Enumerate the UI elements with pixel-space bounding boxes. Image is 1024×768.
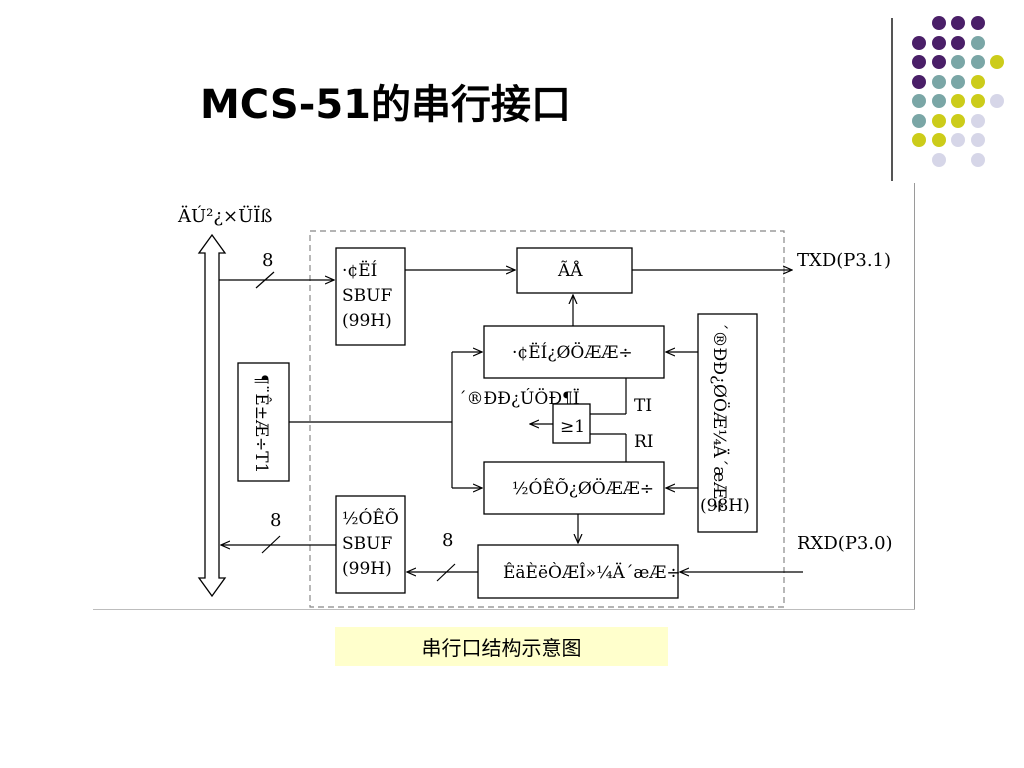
decorative-dot [931,16,946,30]
internal-bus-label: ÄÚ²¿×ÜÏß [177,204,272,227]
scon-box [697,313,758,533]
decorative-dot [970,94,985,108]
ti-label: TI [634,396,652,416]
ri-label: RI [634,432,654,452]
gate-box [516,247,633,294]
decorative-dot [912,133,926,147]
decorative-dot [951,133,965,147]
decorative-dot [990,55,1004,69]
decorative-dot [970,55,985,69]
diagram-caption: 串行口结构示意图 [335,627,668,666]
decorative-vertical-line [891,18,893,181]
decorative-dot [990,94,1004,108]
send-sbuf-name: ·¢ËÍ [342,260,377,281]
receive-sbuf-name: ½ÓÊÕ [342,508,399,529]
receive-sbuf-address: (99H) [342,559,392,579]
bits-label-bottom-left: 8 [270,510,281,531]
decorative-dot [970,35,985,50]
txd-label: TXD(P3.1) [797,250,891,271]
decorative-vertical-line-right [914,183,915,609]
decorative-dot [951,35,965,50]
decorative-dot [970,113,985,128]
decorative-dot [931,35,946,50]
decorative-dot [970,133,985,147]
decorative-dot [931,74,946,89]
send-sbuf-label: SBUF [342,286,392,306]
timer-t1-box [237,362,290,482]
scon-label: ´®ÐÐ¿ØÖÆ¼Ä´æÆ÷ [709,322,730,513]
receive-control-label: ½ÓÊÕ¿ØÖÆÆ÷ [512,478,654,499]
slide-title: MCS-51的串行接口 [200,82,571,128]
or-gate-label: ≥1 [560,417,585,437]
timer-t1-label: ¶¨Ê±Æ÷T1 [251,374,272,473]
decorative-dot [931,113,946,128]
scon-address: (98H) [700,496,750,516]
bits-label-top: 8 [262,250,273,271]
rxd-label: RXD(P3.0) [797,533,893,554]
receive-control-box [483,461,665,515]
receive-sbuf-box [335,495,406,594]
decorative-dot [931,152,946,167]
decorative-dot [970,152,985,167]
decorative-dot [951,74,965,89]
baud-generator-label: ´®ÐÐ¿ÚÖÐ¶Ï [458,388,580,409]
gate-label: ÃÅ [557,260,583,281]
decorative-dot [912,55,926,69]
decorative-dot [931,94,946,108]
decorative-dot [931,55,946,69]
decorative-dot [912,74,926,89]
decorative-dot [970,16,985,30]
decorative-dot [951,55,965,69]
serial-port-boundary [309,230,785,608]
internal-bus-arrow [197,233,227,598]
bits-label-bottom-mid: 8 [442,530,453,551]
send-control-box [483,325,665,379]
receive-sbuf-label: SBUF [342,534,392,554]
shift-register-box [477,544,679,599]
send-control-label: ·¢ËÍ¿ØÖÆÆ÷ [512,342,633,363]
decorative-dot [931,133,946,147]
decorative-dot [951,113,965,128]
decorative-dot [970,74,985,89]
shift-register-label: ÊäÈëÒÆÎ»¼Ä´æÆ÷ [503,562,681,583]
decorative-dot [912,94,926,108]
decorative-dot [912,113,926,128]
decorative-horizontal-line [93,609,915,610]
decorative-dot [951,16,965,30]
send-sbuf-address: (99H) [342,311,392,331]
decorative-dot [951,94,965,108]
decorative-dot [912,35,926,50]
send-sbuf-box [335,247,406,346]
